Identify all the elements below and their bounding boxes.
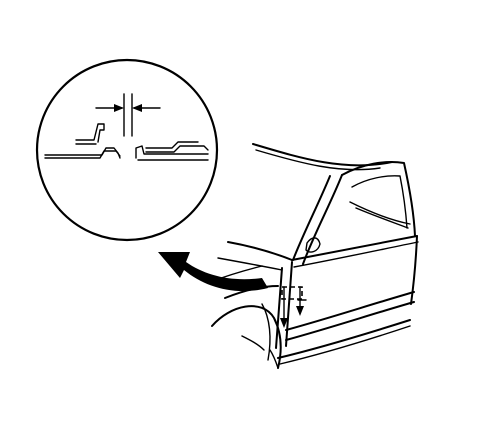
body-side-molding-top (285, 291, 415, 331)
hood-edge (227, 241, 293, 261)
wheel-arch-inner (261, 303, 271, 361)
fender-flange (75, 123, 105, 143)
rocker-panel-lower (279, 325, 411, 365)
door-belt-line-lower (293, 241, 419, 268)
door-rear-edge (410, 235, 418, 305)
detail-circle (35, 58, 219, 242)
hood-cowl-line (217, 257, 283, 271)
door-window-inner-frame (351, 175, 408, 229)
a-pillar-rear (302, 174, 343, 265)
door-panel-step (145, 141, 199, 149)
vehicle-front-quarter (209, 143, 419, 369)
window-glass-streak-2 (355, 207, 409, 229)
callout-arrow-body (158, 252, 268, 292)
door-belt-line (291, 235, 418, 261)
wheel-arch-outer (211, 305, 282, 369)
a-pillar-front (292, 175, 331, 261)
door-panel-step-lower (145, 145, 209, 153)
door-window-frame (341, 161, 416, 237)
windshield-inner-line (255, 149, 381, 171)
door-front-edge (285, 261, 293, 347)
clearance-arrows-icon (280, 286, 307, 328)
windshield-top-edge (252, 143, 393, 167)
side-mirror (305, 237, 321, 253)
front-fender-bottom (269, 349, 279, 369)
detail-magnifier (35, 58, 219, 242)
rocker-panel (277, 319, 411, 359)
curved-callout-arrow-icon (158, 252, 268, 292)
fender-panel-profile-lower (44, 150, 121, 159)
window-glass-streak (349, 201, 411, 225)
wheel-arch-lip (241, 335, 265, 351)
door-panel-profile (135, 145, 209, 159)
fender-rear-edge (275, 267, 283, 349)
body-side-molding-bottom (285, 301, 415, 341)
measurement-arrows-icon (95, 93, 161, 137)
